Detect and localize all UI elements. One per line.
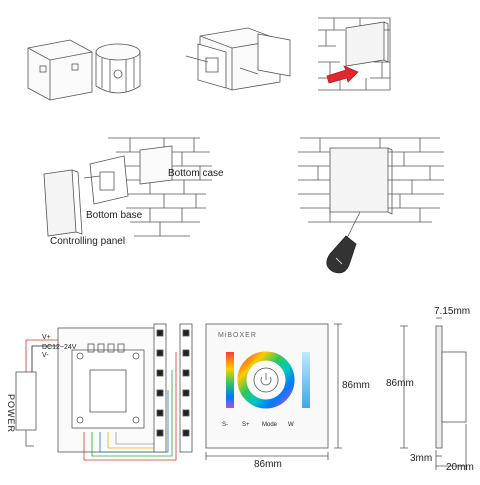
label-v-plus: V+ xyxy=(42,334,51,341)
label-power: POWER xyxy=(6,394,16,434)
label-bottom-base: Bottom base xyxy=(86,210,143,221)
power-button-icon xyxy=(260,373,272,386)
step2-mount-base xyxy=(185,27,291,91)
front-panel xyxy=(205,323,342,460)
step1-wall-boxes xyxy=(27,39,141,101)
label-controlling-panel: Controlling panel xyxy=(50,236,126,247)
dim-gap: 3mm xyxy=(410,453,433,464)
step4-exploded xyxy=(43,137,212,237)
step3-brick-wall xyxy=(318,17,391,91)
label-dc: DC12~24V xyxy=(42,344,77,351)
led-strips xyxy=(153,323,193,453)
btn-s-minus: S- xyxy=(222,422,228,428)
dim-width: 86mm xyxy=(254,459,282,470)
dim-side-height: 86mm xyxy=(386,378,414,389)
screwdriver-icon xyxy=(326,211,361,274)
btn-mode: Mode xyxy=(262,422,278,428)
wiring-diagram xyxy=(15,327,177,461)
btn-w: W xyxy=(288,422,294,428)
btn-s-plus: S+ xyxy=(242,422,250,428)
dim-thickness: 7.15mm xyxy=(434,306,471,317)
label-bottom-case: Bottom case xyxy=(168,168,224,179)
arrow-icon xyxy=(326,65,359,84)
step5-installed-panel xyxy=(298,137,444,223)
dim-depth: 20mm xyxy=(446,462,474,473)
dim-height: 86mm xyxy=(342,380,370,391)
side-profile xyxy=(400,317,467,470)
label-v-minus: V- xyxy=(42,352,49,359)
brand-logo: MiBOXER xyxy=(218,332,257,339)
